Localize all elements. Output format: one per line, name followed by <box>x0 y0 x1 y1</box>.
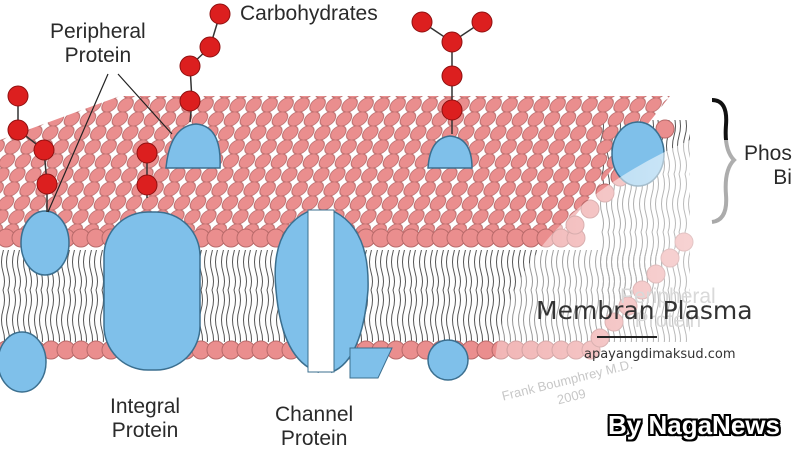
label-peripheral-protein-faded: Peripheral Protein <box>620 285 716 332</box>
label-channel-protein: Channel Protein <box>275 403 354 450</box>
carbohydrate-bead <box>36 173 58 195</box>
carbohydrate-bead <box>441 31 463 53</box>
peripheral-protein-right-bottom <box>427 339 469 381</box>
carbohydrate-chains <box>7 3 493 212</box>
overlay-subtitle: apayangdimaksud.com <box>584 347 736 362</box>
channel-protein-shape <box>274 209 393 379</box>
brand-watermark: By NagaNews <box>608 410 780 440</box>
carbohydrate-bead <box>7 85 29 107</box>
label-integral-protein: Integral Protein <box>110 395 181 442</box>
peripheral-protein-top <box>165 123 221 169</box>
carbohydrate-bead <box>441 99 463 121</box>
peripheral-protein-left <box>20 210 70 276</box>
carbohydrate-bead <box>199 36 221 58</box>
overlay-title: Membran Plasma <box>536 296 753 325</box>
label-carbohydrates: Carbohydrates <box>240 2 378 25</box>
label-peripheral-protein: Peripheral Protein <box>50 20 146 67</box>
carbohydrate-bead <box>136 174 158 196</box>
carbohydrate-bead <box>441 65 463 87</box>
bilayer-top-surface <box>0 96 670 235</box>
carbohydrate-bead <box>7 119 29 141</box>
integral-protein-shape <box>103 211 201 371</box>
carbohydrate-bead <box>471 11 493 33</box>
label-phospholipid-bilayer: Phos Bi <box>744 142 792 189</box>
carbohydrate-bead <box>179 55 201 77</box>
fade-overlay <box>495 140 800 450</box>
title-underline <box>597 336 657 338</box>
lipid-head <box>655 119 675 139</box>
peripheral-protein-right-top <box>427 135 473 169</box>
carbohydrate-bead <box>33 139 55 161</box>
peripheral-protein-left-bottom <box>0 331 47 393</box>
carbohydrate-bead <box>209 3 231 25</box>
pointer-line-2 <box>117 73 173 135</box>
carbohydrate-bead <box>136 142 158 164</box>
carbohydrate-bead <box>411 11 433 33</box>
pointer-line-1 <box>47 73 109 213</box>
carbohydrate-bead <box>179 90 201 112</box>
